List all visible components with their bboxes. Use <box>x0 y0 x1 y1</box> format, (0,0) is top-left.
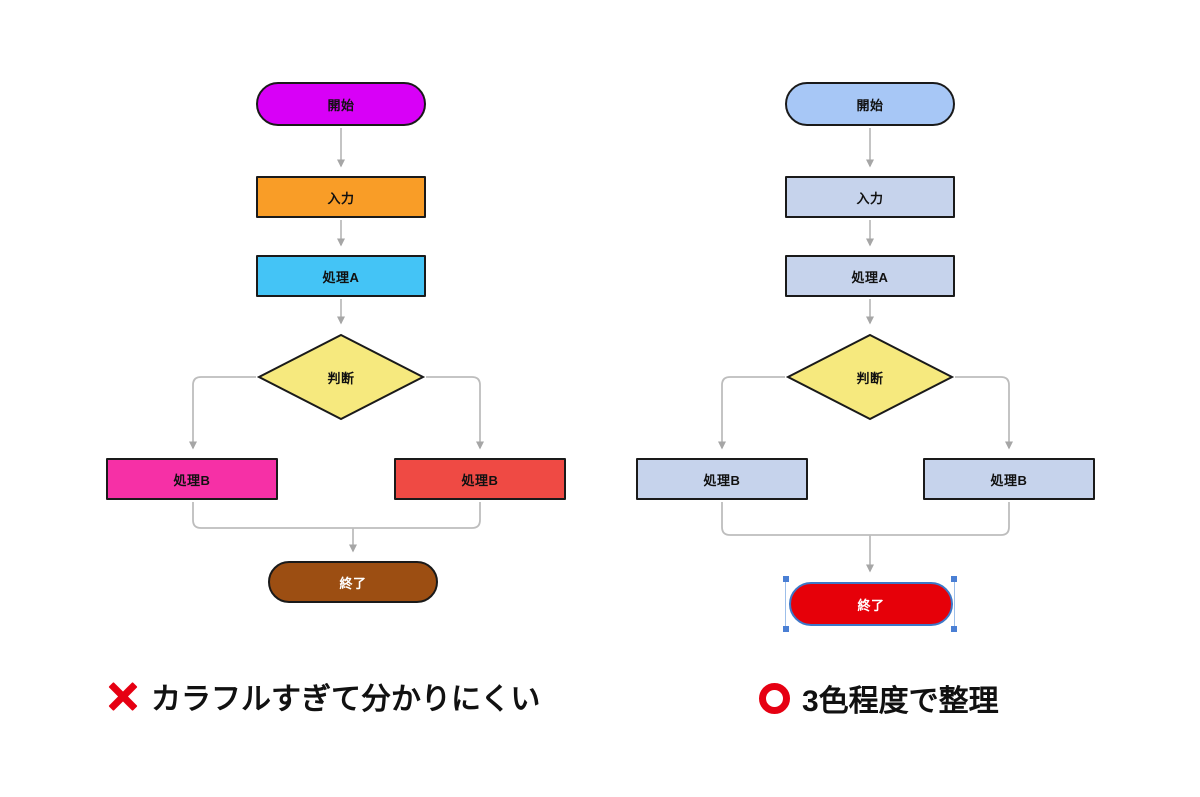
node-label: 終了 <box>857 597 885 613</box>
connector-left-merge-a <box>192 502 353 529</box>
left-caption: カラフルすぎて分かりにくい <box>107 674 540 718</box>
connector-right-merge-a <box>721 502 870 536</box>
node-label: 処理A <box>322 269 360 285</box>
right-node-process-b-right[interactable]: 処理B <box>923 458 1095 500</box>
left-node-start[interactable]: 開始 <box>256 82 426 126</box>
left-node-process-a[interactable]: 処理A <box>256 255 426 297</box>
node-label: 判断 <box>327 370 355 386</box>
node-label: 処理A <box>851 269 889 285</box>
left-node-end[interactable]: 終了 <box>268 561 438 603</box>
left-caption-text: カラフルすぎて分かりにくい <box>151 683 541 716</box>
connector-left-decision-processb1 <box>189 376 256 450</box>
node-label: 処理B <box>461 472 499 488</box>
node-label: 入力 <box>327 190 355 206</box>
selection-handle-top-right[interactable] <box>951 576 957 582</box>
right-node-decision[interactable]: 判断 <box>785 333 955 421</box>
node-label: 処理B <box>990 472 1028 488</box>
selection-handle-top-left[interactable] <box>783 576 789 582</box>
left-node-input[interactable]: 入力 <box>256 176 426 218</box>
right-node-start[interactable]: 開始 <box>785 82 955 126</box>
selection-handle-bottom-right[interactable] <box>951 626 957 632</box>
connector-left-merge-b <box>353 502 481 529</box>
right-caption: 3色程度で整理 <box>759 676 999 720</box>
cross-mark-icon <box>107 680 139 712</box>
connector-right-decision-processb2 <box>955 376 1013 450</box>
right-node-process-a[interactable]: 処理A <box>785 255 955 297</box>
node-label: 入力 <box>856 190 884 206</box>
node-label: 開始 <box>327 97 355 113</box>
node-label: 終了 <box>339 575 367 591</box>
node-label: 開始 <box>856 97 884 113</box>
left-node-decision[interactable]: 判断 <box>256 333 426 421</box>
connector-right-merge-b <box>870 502 1010 536</box>
connector-left-decision-processb2 <box>426 376 484 450</box>
connector-right-decision-processb1 <box>718 376 785 450</box>
selection-bounding-box[interactable]: 終了 <box>783 576 957 632</box>
right-caption-text: 3色程度で整理 <box>802 685 999 718</box>
node-label: 処理B <box>173 472 211 488</box>
decision-diamond-shape <box>785 333 955 421</box>
left-node-process-b-right[interactable]: 処理B <box>394 458 566 500</box>
right-node-input[interactable]: 入力 <box>785 176 955 218</box>
right-node-process-b-left[interactable]: 処理B <box>636 458 808 500</box>
node-label: 判断 <box>856 370 884 386</box>
decision-diamond-shape <box>256 333 426 421</box>
left-node-process-b-left[interactable]: 処理B <box>106 458 278 500</box>
circle-mark-icon <box>759 682 790 714</box>
node-label: 処理B <box>703 472 741 488</box>
selection-handle-bottom-left[interactable] <box>783 626 789 632</box>
right-node-end[interactable]: 終了 <box>789 582 953 626</box>
